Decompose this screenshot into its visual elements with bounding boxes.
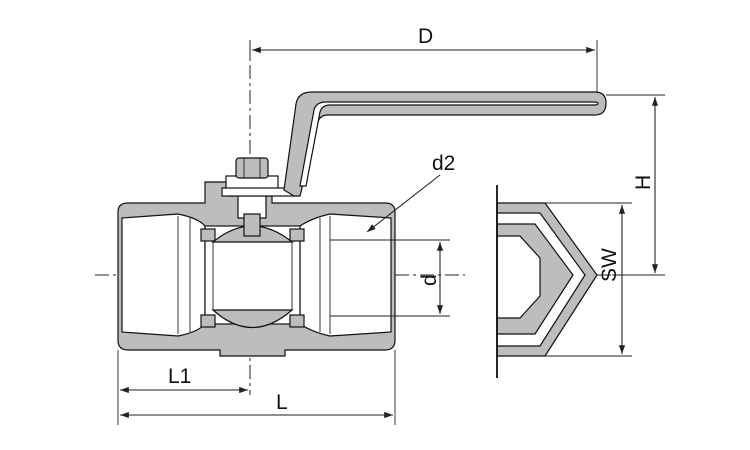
seat-top-right [289, 228, 305, 242]
seat-bottom-right [289, 314, 305, 328]
handle-base [221, 187, 295, 197]
stem-tang [243, 213, 261, 237]
valve-body [117, 157, 396, 357]
dimension-d2: d2 [366, 152, 455, 233]
label-L: L [276, 391, 288, 414]
label-L1: L1 [168, 365, 191, 388]
right-port [299, 213, 392, 337]
label-d: d [418, 274, 441, 286]
label-d2: d2 [432, 152, 455, 175]
seat-top-left [200, 228, 216, 242]
ball-bottom [211, 309, 294, 329]
dimension-L: L [120, 350, 396, 425]
dimension-d: d [330, 239, 450, 317]
dimension-SW: SW [545, 202, 632, 357]
left-port [121, 213, 206, 337]
label-SW: SW [598, 248, 621, 282]
dimension-H: H [606, 94, 665, 276]
dimension-D: D [249, 25, 598, 92]
lever [283, 91, 607, 197]
label-H: H [632, 175, 655, 190]
dimension-L1: L1 [117, 350, 248, 425]
stem-nut [235, 157, 269, 179]
handle-lever [283, 91, 607, 197]
seat-bottom-left [200, 314, 216, 328]
end-view [496, 185, 598, 378]
label-D: D [418, 25, 433, 48]
